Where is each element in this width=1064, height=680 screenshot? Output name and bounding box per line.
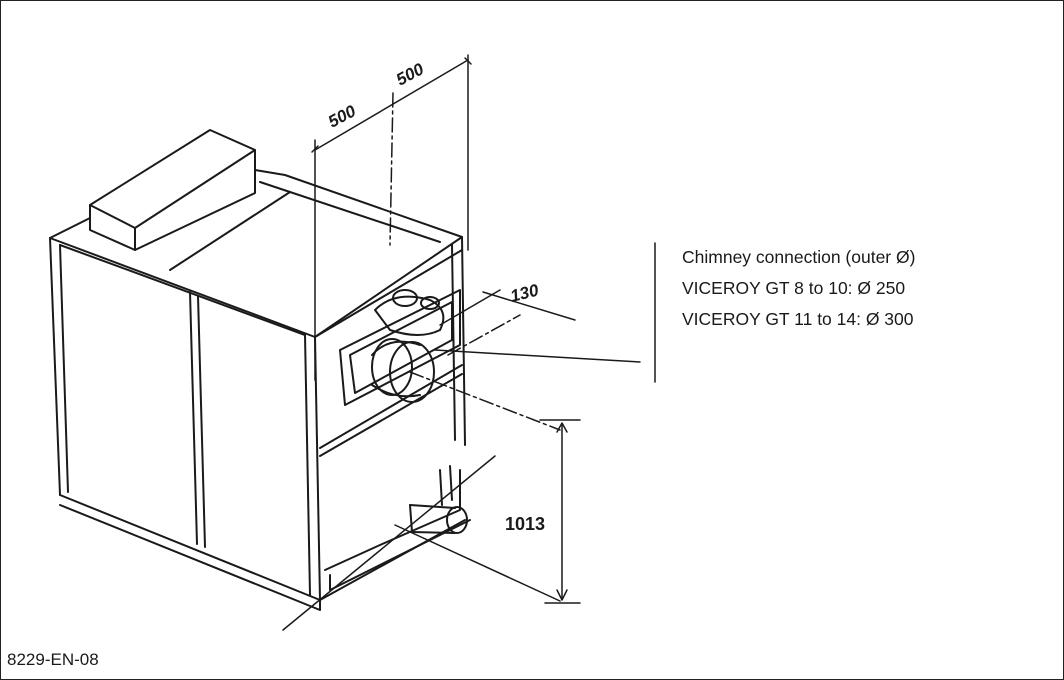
- legend-heading: Chimney connection (outer Ø): [682, 247, 916, 267]
- dimension-depth: [409, 289, 576, 431]
- casing-front: [314, 236, 466, 601]
- dim-label-130: 130: [508, 280, 541, 305]
- dim-label-500-right: 500: [393, 59, 427, 89]
- lower-connections: [324, 465, 471, 591]
- figure-code: 8229-EN-08: [7, 650, 99, 669]
- floor-lines: [282, 455, 561, 631]
- casing-left-side: [49, 237, 321, 611]
- dim-label-1013: 1013: [505, 514, 545, 534]
- chimney-legend: Chimney connection (outer Ø) VICEROY GT …: [682, 242, 915, 335]
- legend-line-gt8-10: VICEROY GT 8 to 10: Ø 250: [682, 278, 906, 298]
- control-box: [89, 129, 256, 251]
- dimension-width: [311, 54, 472, 381]
- flue-outlet: [339, 289, 461, 406]
- dimension-height: [539, 419, 581, 604]
- chimney-leader: [434, 242, 656, 383]
- legend-line-gt11-14: VICEROY GT 11 to 14: Ø 300: [682, 309, 914, 329]
